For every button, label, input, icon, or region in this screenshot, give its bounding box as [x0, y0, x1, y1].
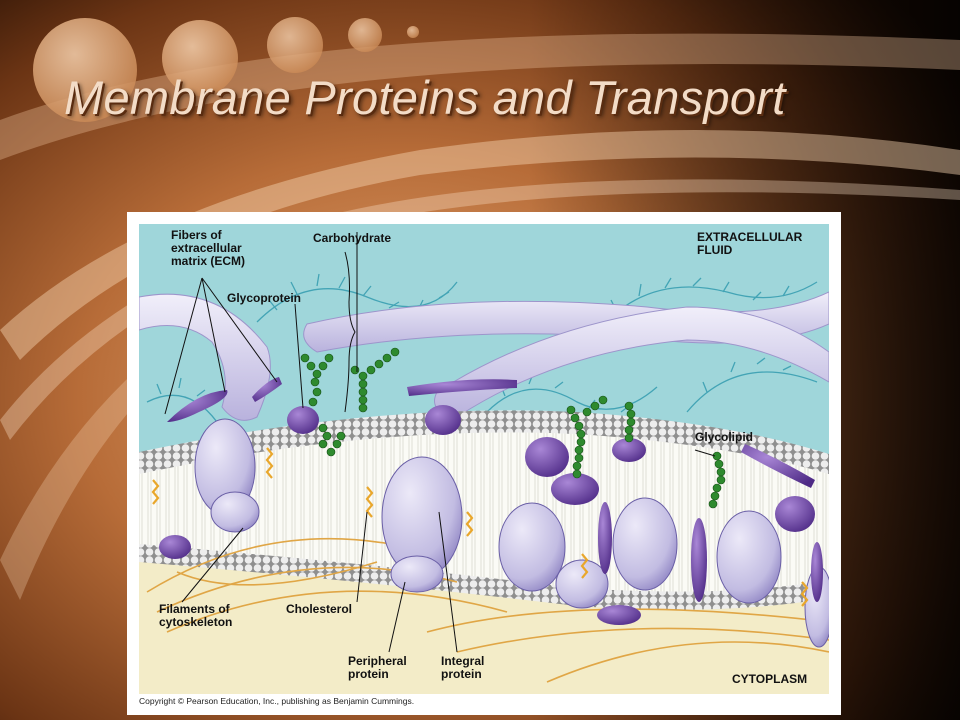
- copyright-notice: Copyright © Pearson Education, Inc., pub…: [139, 696, 415, 706]
- label-cholesterol: Cholesterol: [286, 602, 353, 616]
- decorative-circle: [348, 18, 382, 52]
- peripheral-protein: [287, 406, 319, 434]
- peripheral-protein: [811, 542, 823, 602]
- decorative-circle: [162, 20, 238, 96]
- cholesterol-molecules: [151, 447, 809, 607]
- slide-title: Membrane Proteins and Transport: [64, 71, 786, 124]
- peripheral-protein: [598, 502, 612, 574]
- peripheral-protein: [425, 405, 461, 435]
- peripheral-protein: [551, 473, 599, 505]
- ecm-collagen-fiber: [139, 293, 271, 421]
- integral-protein: [498, 502, 566, 592]
- label-carbohydrate: Carbohydrate: [313, 231, 392, 245]
- integral-protein: [210, 491, 260, 533]
- ecm-attachment-rod: [407, 379, 517, 396]
- peripheral-protein: [691, 518, 707, 602]
- decorative-swoosh: [0, 33, 960, 160]
- peripheral-protein: [775, 496, 815, 532]
- decorative-swoosh: [0, 300, 245, 600]
- peripheral-protein: [612, 438, 646, 462]
- integral-protein: [390, 555, 444, 593]
- decorative-circle: [407, 26, 419, 38]
- label-peripheral-protein: Peripheral protein: [348, 654, 407, 681]
- ecm-attachment-rod: [167, 390, 228, 422]
- peripheral-protein: [159, 535, 191, 559]
- decorative-circle: [267, 17, 323, 73]
- label-fibers-ecm: Fibers of extracellular matrix (ECM): [171, 228, 246, 268]
- label-cytoplasm: CYTOPLASM: [732, 672, 808, 686]
- label-integral-protein: Integral protein: [441, 654, 485, 681]
- peripheral-protein: [525, 437, 569, 477]
- carbohydrate-chains: [300, 347, 726, 509]
- label-extracellular-fluid: EXTRACELLULAR FLUID: [697, 230, 803, 257]
- ecm-collagen-fiber: [434, 306, 829, 418]
- label-filaments-cytoskeleton: Filaments of cytoskeleton: [159, 602, 233, 629]
- integral-protein: [555, 559, 609, 609]
- membrane-illustration: [127, 212, 841, 715]
- peripheral-protein: [597, 605, 641, 625]
- decorative-circle: [33, 18, 137, 122]
- membrane-diagram: Fibers of extracellular matrix (ECM) Car…: [127, 212, 841, 715]
- decorative-swoosh: [0, 130, 960, 360]
- integral-protein: [612, 497, 678, 591]
- ecm-attachment-rod: [741, 444, 815, 488]
- bilayer-inner-heads: [139, 544, 829, 610]
- label-glycoprotein: Glycoprotein: [227, 291, 302, 305]
- label-leader-lines: [164, 232, 716, 653]
- label-glycolipid: Glycolipid: [695, 430, 754, 444]
- ecm-attachment-rod: [252, 377, 282, 402]
- integral-protein: [716, 510, 782, 604]
